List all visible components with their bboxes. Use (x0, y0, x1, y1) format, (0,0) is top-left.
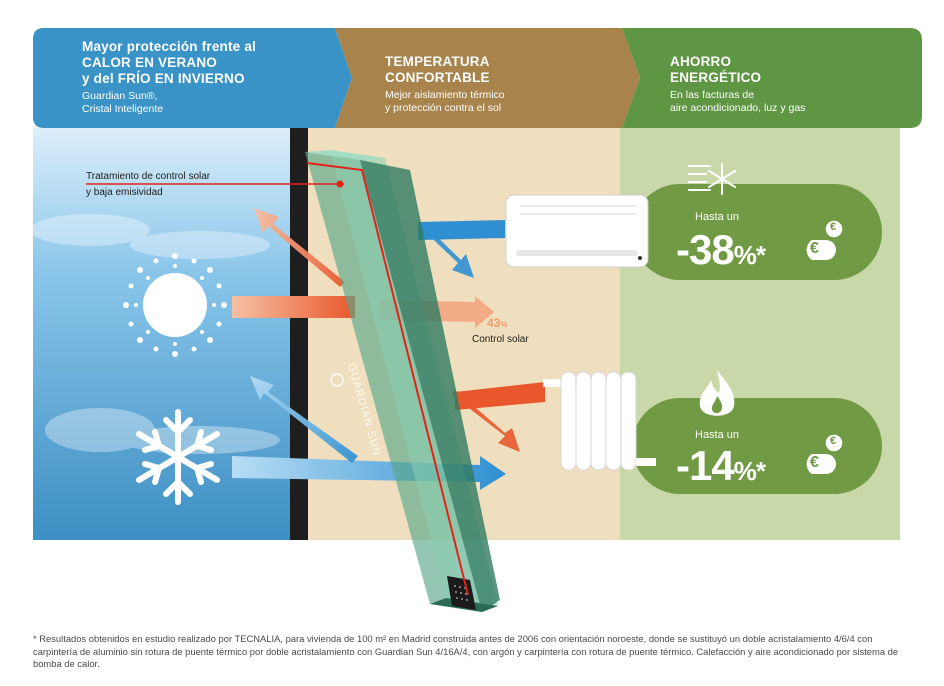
flame-icon (699, 370, 735, 416)
snowflake-cooling-icon (688, 163, 736, 195)
savings-prefix: Hasta un (695, 429, 740, 441)
euro-symbol: € (830, 435, 837, 447)
header-panel-comfort: TEMPERATURA CONFORTABLE Mejor aislamient… (385, 54, 615, 115)
savings-prefix: Hasta un (695, 211, 740, 223)
euro-coin-icon (806, 219, 844, 260)
header-panel-savings: AHORRO ENERGÉTICO En las facturas de air… (670, 54, 900, 115)
euro-symbol: € (810, 240, 819, 257)
footnote: * Resultados obtenidos en estudio realiz… (33, 633, 899, 669)
header-subtitle: En las facturas de aire acondicionado, l… (670, 89, 806, 114)
savings-percentage: -38%* (676, 226, 766, 273)
coating-label: Tratamiento de control solar y baja emis… (86, 171, 211, 198)
euro-symbol: € (810, 454, 819, 471)
header-title: TEMPERATURA CONFORTABLE (385, 54, 490, 85)
air-conditioner-icon (505, 194, 649, 268)
double-glazing-unit (305, 150, 500, 612)
header-panel-protection: Mayor protección frente al CALOR EN VERA… (82, 39, 327, 116)
solar-control-value: 43% (487, 316, 508, 330)
header-subtitle: Mejor aislamiento térmico y protección c… (385, 89, 505, 114)
header-bar (33, 28, 922, 128)
header-title: AHORRO ENERGÉTICO (670, 54, 762, 85)
sun-icon (123, 253, 227, 357)
euro-coin-icon (806, 433, 844, 474)
header-subtitle: Guardian Sun®, Cristal Inteligente (82, 90, 164, 115)
radiator-icon (543, 371, 656, 471)
snowflake-icon (136, 409, 220, 505)
header-title: Mayor protección frente al CALOR EN VERA… (82, 39, 256, 86)
solar-control-label: Control solar (472, 334, 529, 345)
savings-percentage: -14%* (676, 442, 766, 489)
euro-symbol: € (830, 221, 837, 233)
